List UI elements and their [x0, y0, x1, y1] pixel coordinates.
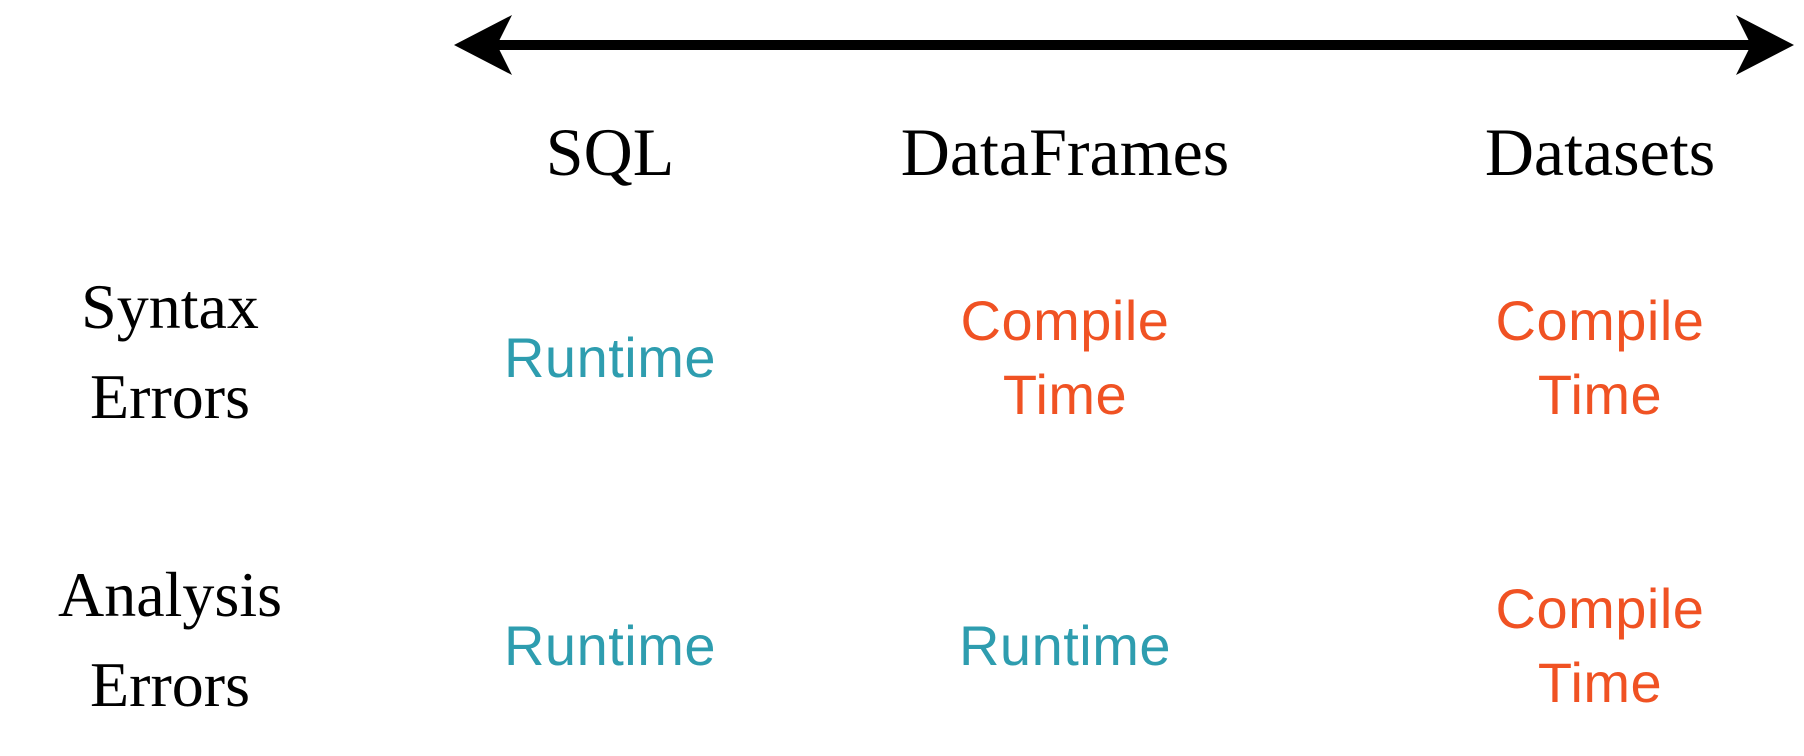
cell-text-line: Time — [1002, 362, 1128, 426]
row-label-line: Syntax — [81, 271, 259, 342]
column-header-dataframes: DataFrames — [900, 113, 1230, 190]
cell-text-line: Compile — [1495, 288, 1705, 352]
cell-syntax-sql: Runtime — [430, 250, 790, 465]
row-label-analysis-errors: Analysis Errors — [0, 550, 340, 730]
row-label-syntax-errors: Syntax Errors — [0, 262, 340, 442]
cell-text-line: Compile — [1495, 576, 1705, 640]
left-right-arrow-icon — [452, 10, 1796, 80]
cell-text-line: Compile — [960, 288, 1170, 352]
row-label-line: Errors — [90, 649, 250, 720]
cell-analysis-sql: Runtime — [430, 538, 790, 753]
cell-analysis-datasets: Compile Time — [1390, 538, 1804, 753]
cell-syntax-datasets: Compile Time — [1390, 250, 1804, 465]
column-header-sql: SQL — [545, 113, 675, 190]
cell-analysis-dataframes: Runtime — [855, 538, 1275, 753]
cell-text-line: Runtime — [503, 613, 717, 677]
column-header-datasets: Datasets — [1484, 113, 1716, 190]
cell-text-line: Runtime — [958, 613, 1172, 677]
cell-syntax-dataframes: Compile Time — [855, 250, 1275, 465]
row-label-line: Analysis — [58, 559, 282, 630]
row-label-line: Errors — [90, 361, 250, 432]
cell-text-line: Runtime — [503, 325, 717, 389]
cell-text-line: Time — [1537, 650, 1663, 714]
cell-text-line: Time — [1537, 362, 1663, 426]
